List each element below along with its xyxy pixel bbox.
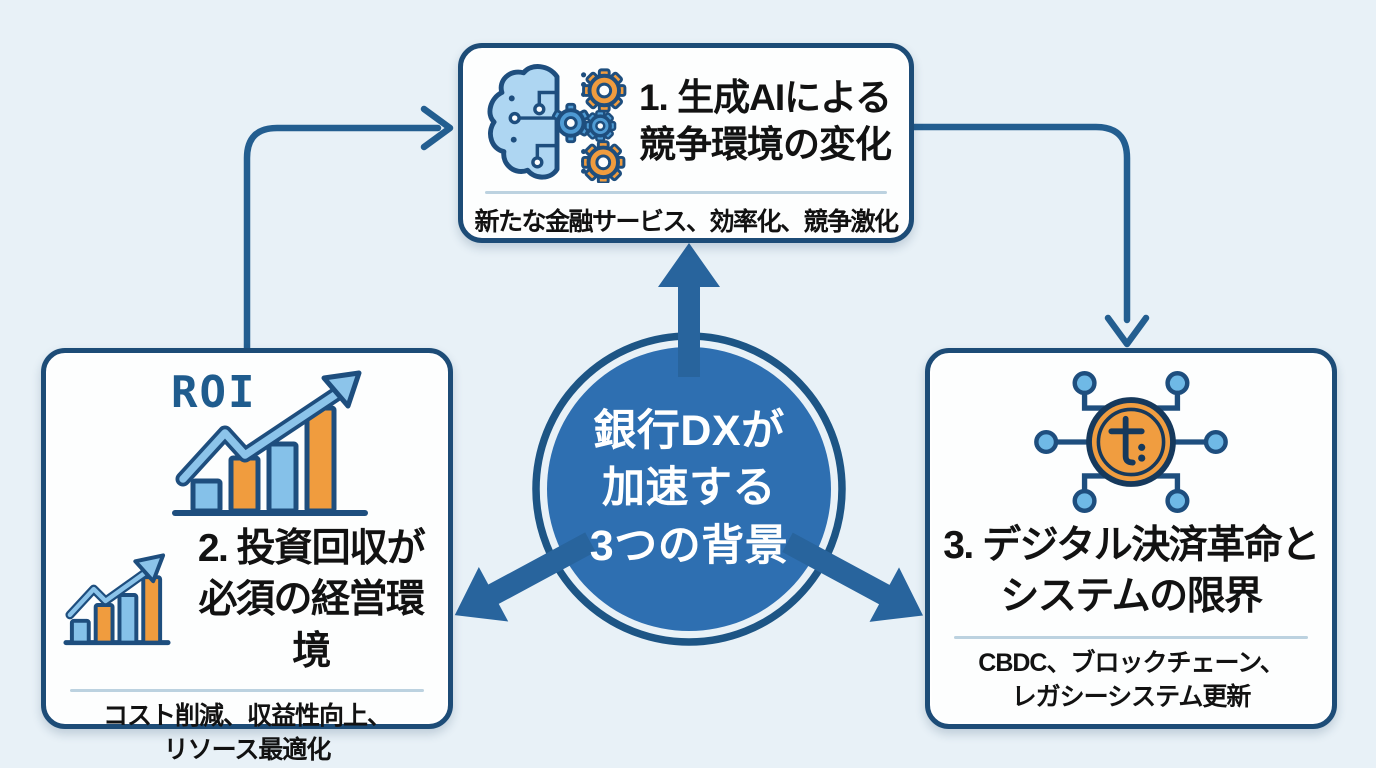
center-line-1: 銀行DXが [593, 407, 785, 456]
roi-subtitle-line-2: リソース最適化 [163, 735, 332, 764]
center-line-2: 加速する [602, 464, 776, 513]
center-circle-label: 銀行DXが 加速する 3つの背景 [549, 398, 829, 580]
center-line-3: 3つの背景 [589, 521, 789, 570]
digital-coin-network-icon [1034, 371, 1228, 513]
brain-gears-icon [487, 64, 627, 183]
ai-box-header: 1. 生成AIによる 競争環境の変化 [463, 48, 909, 186]
connector-left-arrow [243, 105, 454, 354]
box-roi: ROI [41, 348, 453, 764]
ai-title-line-1: 1. 生成AIによる [638, 77, 892, 119]
connector-right-arrow [910, 123, 1150, 348]
arrow-down-left-icon [454, 532, 596, 622]
circuit-nodes [1034, 371, 1228, 513]
roi-icon-area: ROI [46, 353, 448, 525]
roi-subtitle-line-1: コスト削減、収益性向上、 [102, 702, 392, 731]
ai-box-divider [485, 191, 887, 194]
arrowhead-right-icon [420, 105, 454, 151]
arrow-down-right-icon [782, 532, 923, 622]
payment-icon-area [930, 367, 1332, 517]
box-generative-ai: 1. 生成AIによる 競争環境の変化 新たな金融サービス、効率化、競争激化 [458, 43, 914, 243]
growth-chart-icon [63, 553, 171, 646]
ai-title-line-2: 競争環境の変化 [639, 124, 892, 165]
box-digital-payment: 3. デジタル決済革命と システムの限界 CBDC、ブロックチェーン、 レガシー… [925, 348, 1337, 729]
roi-label: ROI [171, 367, 256, 418]
roi-box-divider [70, 689, 424, 693]
roi-title-line-2: 必須の経営環境 [198, 578, 425, 673]
roi-title-row: 2. 投資回収が 必須の経営環境 [46, 523, 448, 677]
payment-box-subtitle: CBDC、ブロックチェーン、 レガシーシステム更新 [930, 647, 1332, 714]
ai-box-title: 1. 生成AIによる 競争環境の変化 [637, 75, 893, 168]
roi-box-subtitle: コスト削減、収益性向上、 リソース最適化 [46, 700, 448, 767]
gear-blue-small-icon [584, 109, 617, 142]
payment-title-line-1: 3. デジタル決済革命と [943, 524, 1320, 567]
currency-symbol [1108, 415, 1145, 466]
gear-orange-bottom-icon [581, 140, 626, 183]
arrow-up-icon [658, 243, 720, 377]
arrowhead-down-icon [1104, 314, 1150, 348]
half-gear-icon [551, 102, 590, 144]
payment-box-title: 3. デジタル決済革命と システムの限界 [930, 521, 1332, 622]
payment-subtitle-line-2: レガシーシステム更新 [1011, 682, 1252, 711]
roi-growth-chart-icon: ROI [171, 367, 368, 516]
payment-subtitle-line-1: CBDC、ブロックチェーン、 [978, 649, 1284, 678]
roi-title-line-1: 2. 投資回収が [197, 527, 426, 570]
payment-title-line-2: システムの限界 [1000, 574, 1263, 618]
center-circle [547, 347, 831, 631]
roi-box-title: 2. 投資回収が 必須の経営環境 [182, 523, 440, 677]
gear-orange-top-icon [582, 68, 627, 113]
ai-box-subtitle: 新たな金融サービス、効率化、競争激化 [474, 208, 899, 236]
payment-box-divider [954, 636, 1308, 640]
